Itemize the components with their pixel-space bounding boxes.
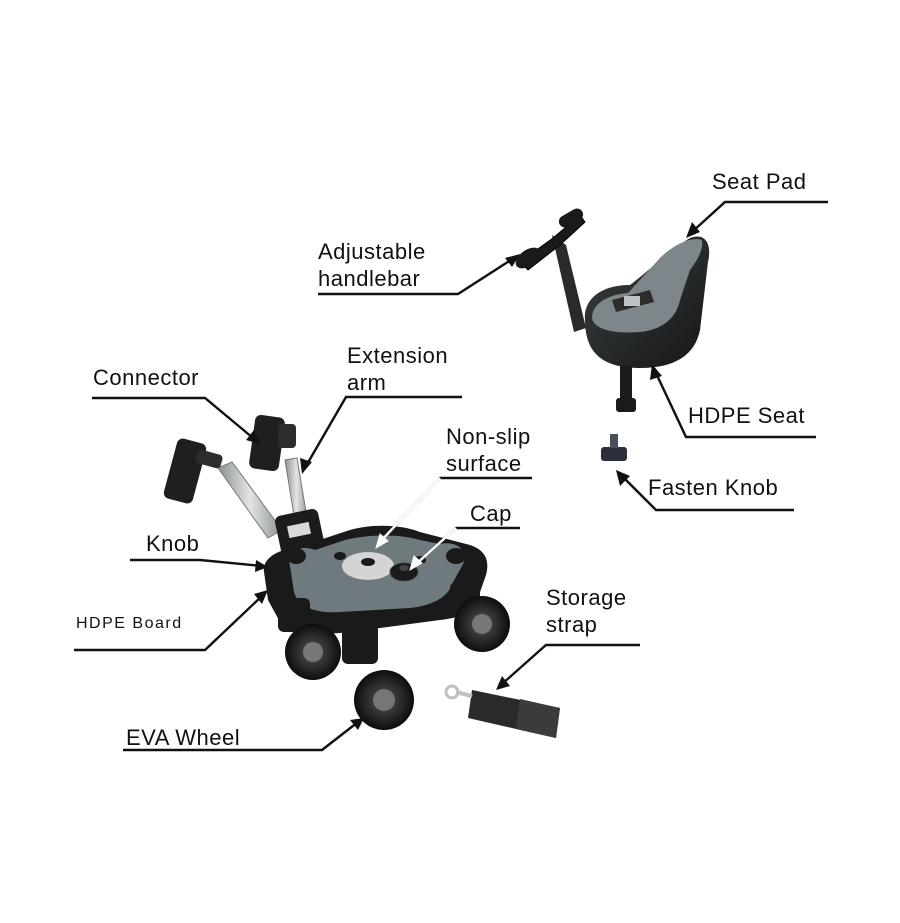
bear-nose <box>361 558 375 566</box>
arrowheads-white <box>375 477 457 572</box>
leader-extension-arm <box>304 395 462 467</box>
label-non-slip-surface: Non-slip surface <box>446 423 531 477</box>
arrow-connector <box>246 430 260 444</box>
label-non-slip-surface-line1: Non-slip <box>446 424 531 449</box>
leader-handlebar <box>318 256 515 296</box>
handlebar-right-grip <box>558 208 584 228</box>
storage-strap-shape <box>444 684 560 738</box>
label-adjustable-handlebar-line1: Adjustable <box>318 239 426 264</box>
handlebar-stem <box>552 235 586 332</box>
leader-storage-strap <box>501 643 640 685</box>
label-hdpe-board: HDPE Board <box>76 615 183 632</box>
leader-hdpe-seat <box>653 370 816 439</box>
label-cap: Cap <box>470 501 512 526</box>
arrow-eva-wheel <box>350 718 364 730</box>
arrow-knob <box>255 560 268 572</box>
label-hdpe-seat: HDPE Seat <box>688 403 805 428</box>
handlebar-left-grip <box>515 247 541 269</box>
fasten-knob-shape <box>601 447 627 461</box>
arrow-hdpe-seat <box>650 364 662 380</box>
label-knob: Knob <box>146 531 200 556</box>
arrow-seat-pad <box>686 222 700 238</box>
leader-fasten-knob <box>621 475 794 512</box>
connector-right-shape <box>249 414 296 472</box>
arrow-cap <box>409 555 423 572</box>
fork-rear-left <box>278 598 310 632</box>
bear-ear-left <box>286 548 306 564</box>
seat-post-foot <box>616 398 636 412</box>
leader-connector <box>92 396 254 439</box>
arrow-extension-arm <box>300 458 312 474</box>
label-extension-arm-line2: arm <box>347 370 387 395</box>
fasten-knob-stem <box>610 434 618 448</box>
label-connector: Connector <box>93 365 200 390</box>
board-assembly <box>163 414 510 730</box>
arrow-hdpe-board <box>254 590 268 604</box>
label-storage-strap-line1: Storage <box>546 585 627 610</box>
connector-left-shape <box>163 438 223 504</box>
bear-eye-left <box>334 552 346 560</box>
bear-ear-right <box>446 548 466 564</box>
leader-hdpe-board <box>74 595 263 652</box>
label-storage-strap-line2: strap <box>546 612 598 637</box>
leader-knob <box>130 558 263 568</box>
label-adjustable-handlebar-line2: handlebar <box>318 266 421 291</box>
knob-label <box>286 521 312 539</box>
seat-assembly <box>515 208 710 461</box>
label-adjustable-handlebar: Adjustable handlebar <box>318 238 426 292</box>
fork-front-left <box>342 624 378 664</box>
arrow-fasten-knob <box>616 470 630 486</box>
leader-seat-pad <box>691 200 828 233</box>
extension-arm-left <box>217 461 283 539</box>
arrowheads <box>246 222 700 730</box>
label-eva-wheel: EVA Wheel <box>126 725 241 750</box>
arrow-storage-strap <box>496 676 510 690</box>
arrow-handlebar <box>505 254 520 267</box>
label-extension-arm-line1: Extension <box>347 343 449 368</box>
seat-post <box>620 366 632 404</box>
arrow-non-slip <box>375 533 389 550</box>
label-seat-pad: Seat Pad <box>712 169 807 194</box>
label-storage-strap: Storage strap <box>546 584 627 638</box>
label-fasten-knob: Fasten Knob <box>648 475 779 500</box>
label-non-slip-surface-line2: surface <box>446 451 522 476</box>
leader-eva-wheel <box>123 721 359 752</box>
seat-buckle <box>624 296 640 306</box>
label-extension-arm: Extension arm <box>347 342 448 396</box>
